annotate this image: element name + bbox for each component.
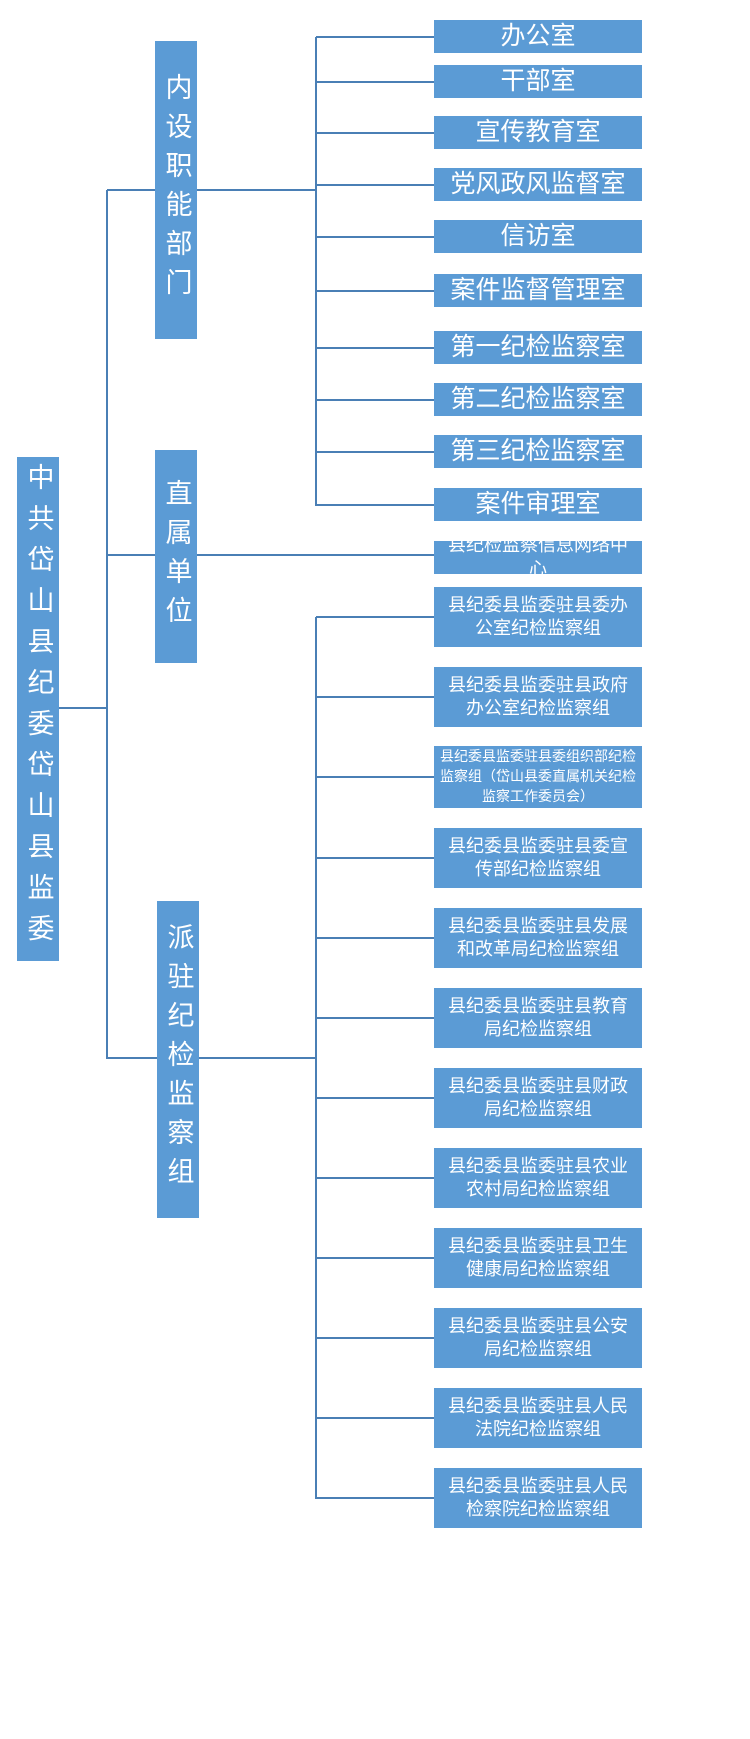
branch-spine-connector-line xyxy=(197,189,316,191)
spine-leaf-connector-line xyxy=(316,1257,434,1259)
leaf-node: 县纪委县监委驻县公安局纪检监察组 xyxy=(434,1308,642,1368)
branch-spine-line xyxy=(315,37,317,506)
spine-leaf-connector-line xyxy=(316,857,434,859)
spine-leaf-connector-line xyxy=(316,184,434,186)
leaf-node-label: 第二纪检监察室 xyxy=(450,384,626,414)
spine-leaf-connector-line xyxy=(316,290,434,292)
branch-spine-connector-line xyxy=(199,1057,316,1059)
leaf-node-label: 县纪委县监委驻县人民检察院纪检监察组 xyxy=(448,1475,628,1520)
leaf-node-label: 县纪委县监委驻县人民法院纪检监察组 xyxy=(448,1395,628,1440)
leaf-node: 案件监督管理室 xyxy=(434,274,642,307)
spine-leaf-connector-line xyxy=(316,616,434,618)
leaf-node: 县纪委县监委驻县发展和改革局纪检监察组 xyxy=(434,908,642,968)
spine-leaf-connector-line xyxy=(316,937,434,939)
leaf-node: 第三纪检监察室 xyxy=(434,435,642,468)
leaf-node: 第一纪检监察室 xyxy=(434,331,642,364)
leaf-node-label: 党风政风监督室 xyxy=(450,169,626,199)
spine-leaf-connector-line xyxy=(316,696,434,698)
leaf-node: 县纪委县监委驻县农业农村局纪检监察组 xyxy=(434,1148,642,1208)
spine-leaf-connector-line xyxy=(316,776,434,778)
leaf-node-label: 县纪委县监委驻县委办公室纪检监察组 xyxy=(448,594,628,639)
leaf-node-label: 案件监督管理室 xyxy=(450,275,626,305)
spine-leaf-connector-line xyxy=(316,81,434,83)
branch-node: 直属单位 xyxy=(155,450,197,663)
branch-spine-line xyxy=(315,617,317,1499)
leaf-node-label: 宣传教育室 xyxy=(475,117,601,147)
trunk-branch-connector-line xyxy=(107,1057,157,1059)
leaf-node: 县纪委县监委驻县委办公室纪检监察组 xyxy=(434,587,642,647)
leaf-node-label: 第三纪检监察室 xyxy=(450,436,626,466)
spine-leaf-connector-line xyxy=(316,1497,434,1499)
leaf-node-label: 县纪委县监委驻县财政局纪检监察组 xyxy=(448,1075,628,1120)
spine-leaf-connector-line xyxy=(316,451,434,453)
spine-leaf-connector-line xyxy=(316,36,434,38)
spine-leaf-connector-line xyxy=(316,236,434,238)
spine-leaf-connector-line xyxy=(316,1097,434,1099)
branch-leaf-connector-line xyxy=(197,554,434,556)
trunk-branch-connector-line xyxy=(107,554,155,556)
branch-node: 内设职能部门 xyxy=(155,41,197,339)
leaf-node: 县纪委县监委驻县人民检察院纪检监察组 xyxy=(434,1468,642,1528)
spine-leaf-connector-line xyxy=(316,347,434,349)
spine-leaf-connector-line xyxy=(316,399,434,401)
leaf-node: 干部室 xyxy=(434,65,642,98)
root-node-label: 中共岱山县纪委岱山县监委 xyxy=(22,463,54,955)
spine-leaf-connector-line xyxy=(316,1177,434,1179)
leaf-node-label: 县纪委县监委驻县委组织部纪检监察组（岱山县委直属机关纪检监察工作委员会） xyxy=(440,748,636,806)
leaf-node-label: 县纪委县监委驻县教育局纪检监察组 xyxy=(448,995,628,1040)
leaf-node-label: 县纪委县监委驻县公安局纪检监察组 xyxy=(448,1315,628,1360)
leaf-node-label: 县纪委县监委驻县政府办公室纪检监察组 xyxy=(448,674,628,719)
branch-node-label: 派驻纪检监察组 xyxy=(162,923,194,1196)
leaf-node-label: 县纪委县监委驻县委宣传部纪检监察组 xyxy=(448,835,628,880)
leaf-node: 县纪委县监委驻县委组织部纪检监察组（岱山县委直属机关纪检监察工作委员会） xyxy=(434,746,642,808)
leaf-node-label: 案件审理室 xyxy=(475,489,601,519)
leaf-node: 县纪委县监委驻县卫生健康局纪检监察组 xyxy=(434,1228,642,1288)
leaf-node-label: 县纪委县监委驻县发展和改革局纪检监察组 xyxy=(448,915,628,960)
spine-leaf-connector-line xyxy=(316,1337,434,1339)
branch-node: 派驻纪检监察组 xyxy=(157,901,199,1218)
leaf-node: 党风政风监督室 xyxy=(434,168,642,201)
trunk-line xyxy=(106,190,108,1059)
leaf-node-label: 县纪委县监委驻县卫生健康局纪检监察组 xyxy=(448,1235,628,1280)
leaf-node-label: 信访室 xyxy=(500,221,576,251)
leaf-node-label: 第一纪检监察室 xyxy=(450,332,626,362)
root-node: 中共岱山县纪委岱山县监委 xyxy=(17,457,59,961)
leaf-node: 县纪委县监委驻县教育局纪检监察组 xyxy=(434,988,642,1048)
leaf-node: 办公室 xyxy=(434,20,642,53)
spine-leaf-connector-line xyxy=(316,1417,434,1419)
branch-node-label: 直属单位 xyxy=(160,478,192,635)
spine-leaf-connector-line xyxy=(316,132,434,134)
leaf-node-label: 县纪检监察信息网络中心 xyxy=(448,535,628,580)
leaf-node: 县纪委县监委驻县人民法院纪检监察组 xyxy=(434,1388,642,1448)
root-connector-line xyxy=(59,707,107,709)
leaf-node: 宣传教育室 xyxy=(434,116,642,149)
spine-leaf-connector-line xyxy=(316,504,434,506)
leaf-node-label: 干部室 xyxy=(500,66,576,96)
leaf-node: 信访室 xyxy=(434,220,642,253)
leaf-node: 县纪委县监委驻县财政局纪检监察组 xyxy=(434,1068,642,1128)
branch-node-label: 内设职能部门 xyxy=(160,73,192,307)
leaf-node: 县纪委县监委驻县政府办公室纪检监察组 xyxy=(434,667,642,727)
leaf-node: 第二纪检监察室 xyxy=(434,383,642,416)
leaf-node-label: 办公室 xyxy=(500,21,576,51)
leaf-node: 案件审理室 xyxy=(434,488,642,521)
trunk-branch-connector-line xyxy=(107,189,155,191)
leaf-node: 县纪委县监委驻县委宣传部纪检监察组 xyxy=(434,828,642,888)
leaf-node: 县纪检监察信息网络中心 xyxy=(434,535,642,580)
spine-leaf-connector-line xyxy=(316,1017,434,1019)
leaf-node-label: 县纪委县监委驻县农业农村局纪检监察组 xyxy=(448,1155,628,1200)
